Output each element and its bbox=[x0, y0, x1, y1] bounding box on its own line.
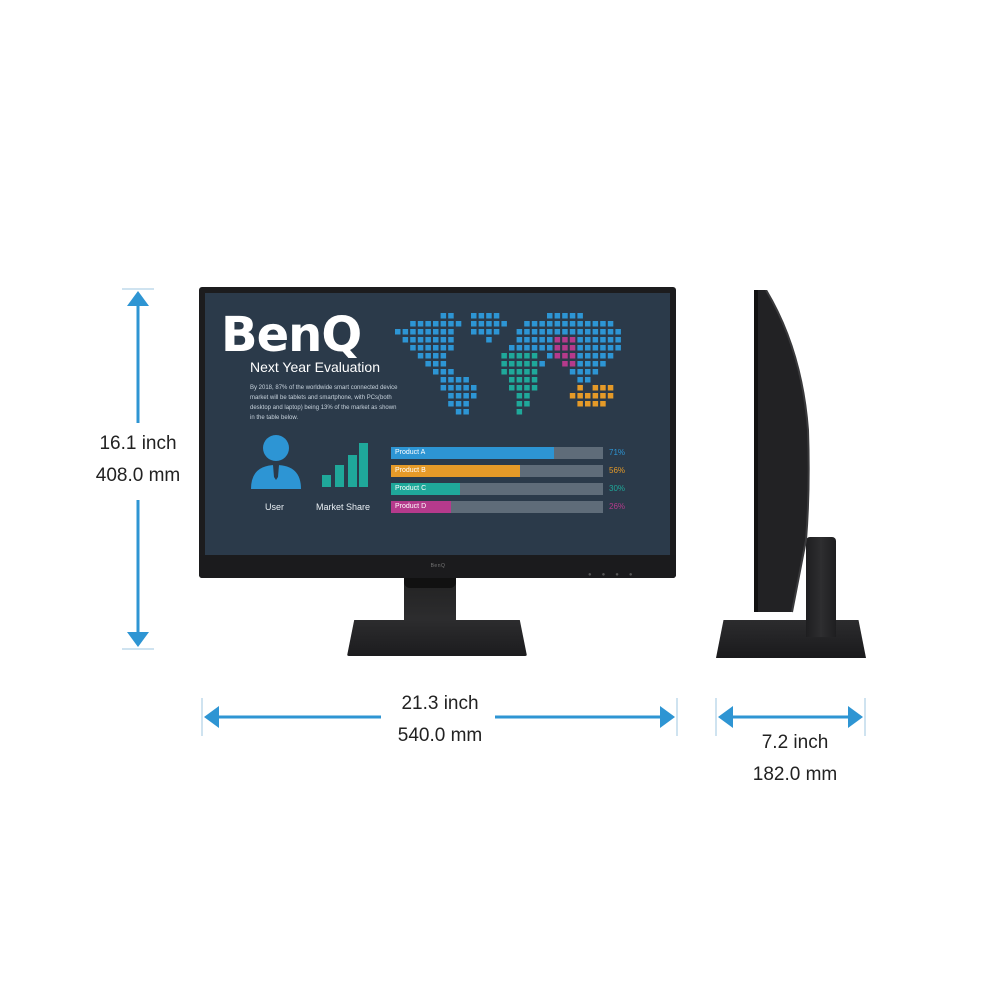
width-inch: 21.3 inch bbox=[401, 693, 479, 714]
product-percent: 30% bbox=[609, 484, 626, 493]
product-percent: 56% bbox=[609, 466, 626, 475]
screen-title: Next Year Evaluation bbox=[250, 359, 380, 375]
monitor-screen: BenQ Next Year Evaluation By 2018, 87% o… bbox=[205, 293, 670, 555]
user-icon bbox=[251, 435, 301, 489]
product-percent: 71% bbox=[609, 448, 626, 457]
height-mm: 408.0 mm bbox=[95, 465, 181, 486]
product-bar-fill bbox=[391, 447, 555, 459]
depth-mm: 182.0 mm bbox=[752, 764, 838, 785]
width-label: 21.3 inch 540.0 mm bbox=[380, 688, 500, 752]
monitor-side-profile bbox=[754, 290, 810, 613]
product-bar-row: Product A bbox=[391, 447, 603, 459]
product-bar-fill bbox=[391, 501, 451, 513]
product-bar-fill bbox=[391, 465, 520, 477]
user-label: User bbox=[265, 502, 285, 512]
side-stand-post bbox=[806, 537, 836, 637]
depth-label: 7.2 inch 182.0 mm bbox=[735, 727, 855, 791]
product-name: Product C bbox=[395, 485, 427, 492]
brand-logo: BenQ bbox=[221, 307, 362, 363]
screen-body-text: By 2018, 87% of the worldwide smart conn… bbox=[250, 385, 398, 421]
depth-dimension-arrow bbox=[715, 698, 866, 736]
product-bar-row: Product D bbox=[391, 501, 603, 513]
product-bar-fill bbox=[391, 483, 460, 495]
width-dimension-arrow bbox=[201, 698, 678, 736]
depth-inch: 7.2 inch bbox=[761, 732, 829, 753]
product-bar-row: Product B bbox=[391, 465, 603, 477]
width-mm: 540.0 mm bbox=[397, 725, 483, 746]
product-name: Product A bbox=[395, 449, 426, 456]
product-bar-row: Product C bbox=[391, 483, 603, 495]
monitor-bezel-chin bbox=[199, 555, 676, 578]
height-inch: 16.1 inch bbox=[99, 433, 177, 454]
product-name: Product B bbox=[395, 467, 426, 474]
height-label: 16.1 inch 408.0 mm bbox=[78, 428, 198, 492]
bezel-logo: BenQ bbox=[430, 563, 446, 569]
world-map-graphic bbox=[395, 313, 621, 415]
product-name: Product D bbox=[395, 503, 427, 510]
height-dimension-arrow bbox=[122, 288, 154, 650]
market-share-label: Market Share bbox=[316, 502, 371, 512]
bar-chart-icon bbox=[322, 443, 368, 487]
monitor-stand-base bbox=[347, 620, 527, 656]
monitor-control-buttons: ●●●● bbox=[588, 572, 643, 578]
side-stand-base bbox=[716, 620, 866, 658]
product-percent: 26% bbox=[609, 502, 626, 511]
monitor-stand-hinge bbox=[404, 578, 456, 588]
